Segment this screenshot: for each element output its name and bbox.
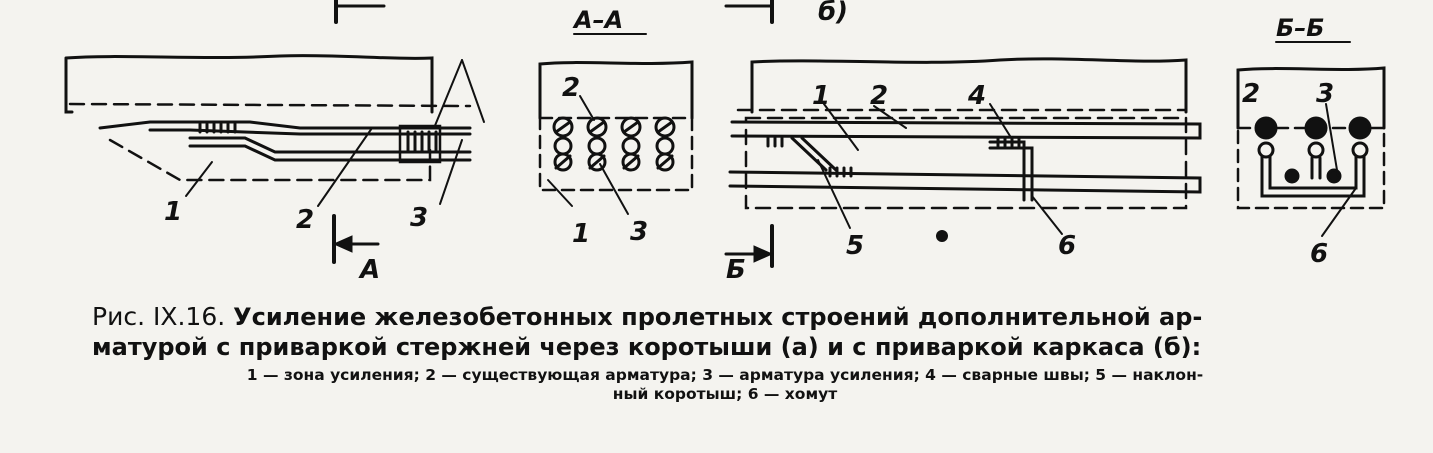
leader-b-2 (873, 105, 907, 129)
section-bb-bars (1254, 116, 1372, 184)
section-bb-outline (1236, 66, 1386, 130)
label-aa-1: 1 (572, 219, 590, 249)
leader-aa-3 (599, 163, 629, 215)
reinforcement-bar-a (188, 136, 472, 162)
figure-caption: Рис. IX.16. Усиление железобетонных прол… (40, 302, 1410, 404)
leader-b-4 (989, 103, 1011, 137)
leader-bb-3 (1325, 103, 1339, 177)
leader-a-top-2 (461, 59, 485, 123)
weld-marks-b (766, 136, 1021, 178)
section-aa-bars (552, 116, 676, 172)
label-a-3: 3 (410, 203, 428, 233)
zone-b-dashed (744, 116, 1188, 210)
label-aa-3: 3 (630, 217, 648, 247)
leader-a-1 (185, 161, 213, 197)
existing-bar-a (98, 120, 472, 130)
caption-legend-line-1: 1 — зона усиления; 2 — существующая арма… (246, 366, 1204, 384)
label-b-letter: б) (818, 0, 848, 27)
leader-b-5 (817, 159, 851, 229)
leader-bb-6 (1321, 187, 1357, 237)
label-aa-2: 2 (562, 73, 580, 103)
leader-a-3 (439, 139, 463, 205)
label-bb-6: 6 (1310, 239, 1328, 269)
leader-b-6 (1031, 195, 1063, 235)
label-b-section-arrow: Б (726, 255, 746, 285)
zone-a-dashed-outline (108, 138, 432, 182)
section-aa-outline (538, 60, 694, 120)
caption-line-1: Усиление железобетонных пролетных строен… (233, 303, 1203, 331)
bar-end-box-a (398, 124, 442, 164)
leader-a-2 (317, 127, 373, 207)
label-b-6: 6 (1058, 231, 1076, 261)
label-a-section-arrow: А (358, 255, 380, 285)
leader-b-1 (823, 103, 859, 151)
leader-aa-1 (547, 179, 573, 207)
drawing-b-elevation (724, 0, 1202, 268)
inclined-short-bar-b (790, 136, 838, 172)
existing-bar-b (730, 120, 1202, 140)
section-aa-title: А–А (572, 6, 623, 34)
beam-a-dashed-top (68, 102, 472, 108)
caption-legend-line-2: ный коротыш; 6 — хомут (612, 385, 838, 403)
label-a-2: 2 (296, 205, 314, 235)
label-b-2: 2 (870, 81, 888, 111)
section-aa-dashed (538, 116, 694, 192)
stirrup-b (988, 140, 1034, 202)
section-mark-b-arrowhead (753, 245, 774, 263)
label-b-5: 5 (846, 231, 864, 261)
ink-dot (936, 230, 948, 242)
label-a-1: 1 (164, 197, 182, 227)
caption-main: Рис. IX.16. Усиление железобетонных прол… (40, 302, 1410, 362)
section-bb-stirrup (1260, 146, 1366, 198)
section-mark-a-arrowhead (332, 235, 353, 253)
leader-aa-2 (579, 95, 595, 121)
caption-legend: 1 — зона усиления; 2 — существующая арма… (40, 366, 1410, 404)
section-bb-dashed (1236, 126, 1386, 210)
drawing-a-elevation (64, 0, 485, 264)
technical-drawing: 1 2 3 А А–А 2 1 3 б) 1 2 4 5 6 Б Б–Б 2 3… (64, 0, 1386, 285)
label-b-4: 4 (967, 81, 986, 111)
weld-marks-a (198, 122, 438, 154)
section-bb-title: Б–Б (1276, 14, 1325, 42)
reinforcement-bar-b (728, 170, 1202, 194)
beam-b-outline (750, 57, 1188, 114)
leader-a-top-1 (433, 59, 463, 129)
figure-number: Рис. IX.16. (92, 302, 226, 331)
section-bb (1236, 41, 1386, 237)
beam-a-outline (64, 54, 434, 114)
section-aa (538, 33, 694, 215)
label-bb-2: 2 (1242, 79, 1260, 109)
label-b-1: 1 (812, 81, 830, 111)
existing-bar-a-lower (148, 128, 472, 136)
caption-line-2: матурой с приваркой стержней через корот… (92, 333, 1202, 361)
label-bb-3: 3 (1316, 79, 1334, 109)
